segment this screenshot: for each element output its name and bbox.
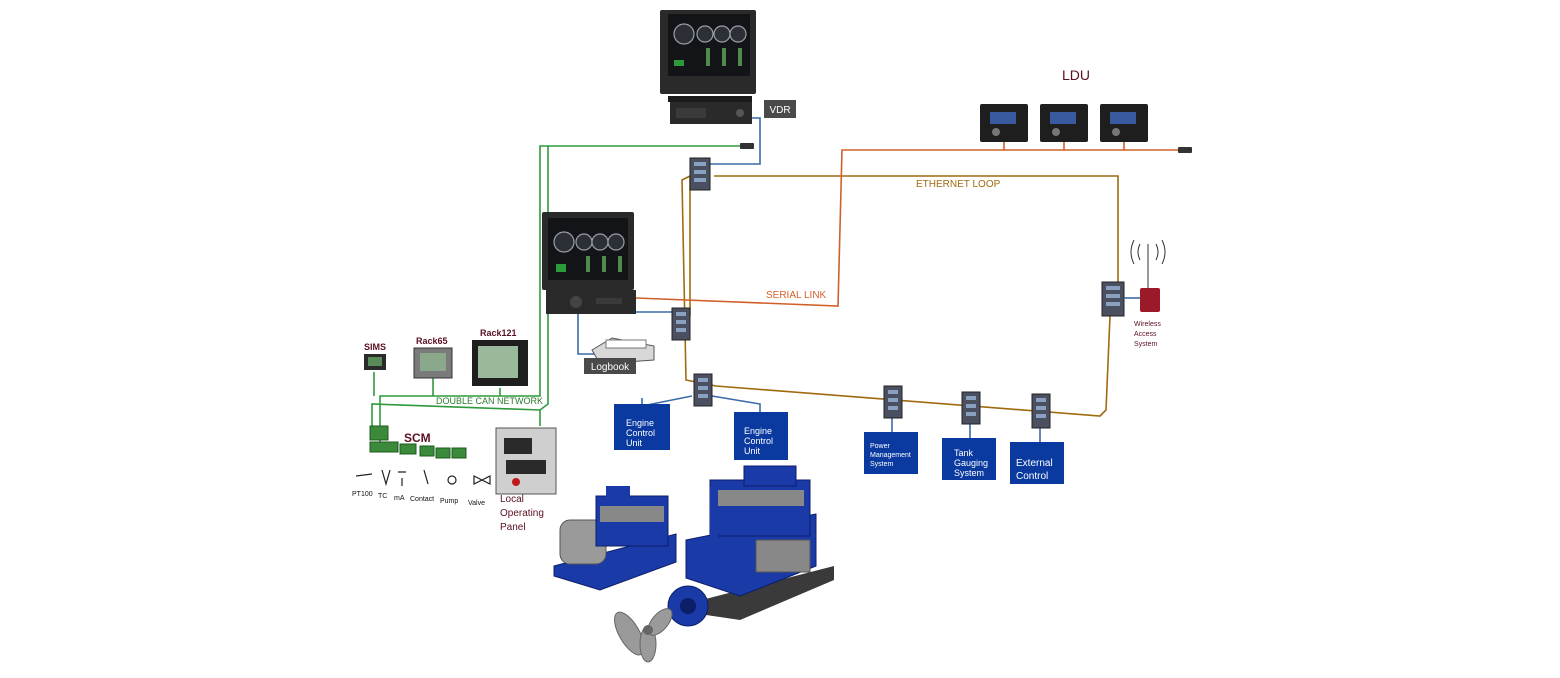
- scm-label: SCM: [404, 431, 431, 445]
- top-monitor[interactable]: [660, 10, 756, 102]
- ecu1-line-2: Control: [626, 428, 655, 438]
- serial-terminator: [1178, 147, 1192, 153]
- rack121-label: Rack121: [480, 328, 517, 338]
- sensor-label-contact: Contact: [410, 496, 434, 503]
- switch-icon[interactable]: [1031, 393, 1051, 429]
- rack65-label: Rack65: [416, 336, 448, 346]
- ext-line-1: External: [1016, 458, 1053, 469]
- workstation-pc[interactable]: [546, 290, 636, 314]
- switch-icon[interactable]: [961, 391, 981, 425]
- wireless-label-line-3: System: [1134, 341, 1158, 348]
- sensor-label-pump: Pump: [440, 498, 458, 505]
- switch-icon[interactable]: [689, 157, 711, 191]
- ecu1-line-3: Unit: [626, 438, 643, 448]
- pms-line-2: Management: [870, 452, 911, 459]
- ethernet-loop-label: ETHERNET LOOP: [916, 179, 1001, 190]
- rack65-panel[interactable]: [413, 347, 453, 379]
- ecu2-line-3: Unit: [744, 446, 761, 456]
- tank-gauging-system[interactable]: Tank Gauging System: [942, 438, 996, 480]
- ecu2-line-2: Control: [744, 436, 773, 446]
- ecu1-line-1: Engine: [626, 418, 654, 428]
- antenna-icon: [1130, 239, 1166, 290]
- vdr-label: VDR: [769, 105, 790, 116]
- switch-icon[interactable]: [671, 307, 691, 341]
- double-can-network-label: DOUBLE CAN NETWORK: [436, 396, 543, 406]
- pt100-icon: [355, 473, 373, 477]
- switch-icon[interactable]: [883, 385, 903, 419]
- vdr-label-box: VDR: [764, 100, 796, 118]
- sims-panel[interactable]: [364, 354, 386, 370]
- serial-link-line: [635, 149, 1182, 307]
- can-terminator-top: [740, 143, 754, 149]
- valve-icon: [473, 475, 491, 485]
- workstation-monitor[interactable]: [542, 212, 634, 290]
- pms-line-3: System: [870, 461, 894, 468]
- propeller-icon: [614, 608, 673, 663]
- external-control[interactable]: External Control: [1010, 442, 1064, 484]
- sims-label: SIMS: [364, 342, 386, 352]
- lop-label-line-2: Operating: [500, 508, 544, 519]
- wireless-label-line-1: Wireless: [1134, 321, 1161, 328]
- can-network-line: [379, 145, 740, 426]
- engine-icon: [553, 486, 677, 591]
- contact-icon: [423, 469, 429, 485]
- switch-icon[interactable]: [1101, 281, 1125, 317]
- tank-line-2: Gauging: [954, 458, 988, 468]
- ldu-panel-3[interactable]: [1100, 104, 1148, 142]
- tank-line-3: System: [954, 468, 984, 478]
- vdr-unit[interactable]: [670, 102, 752, 124]
- sensor-label-ma: mA: [394, 495, 405, 502]
- ethernet-loop-line: [681, 175, 1119, 417]
- sensor-icons: [355, 469, 491, 487]
- wireless-label-line-2: Access: [1134, 331, 1157, 338]
- tc-icon: [381, 469, 391, 487]
- engine-control-unit-2[interactable]: Engine Control Unit: [734, 412, 788, 460]
- lop-label-line-3: Panel: [500, 522, 526, 533]
- wireless-access-unit[interactable]: [1140, 288, 1160, 312]
- engine-icon: [667, 465, 834, 627]
- logbook-label-box: Logbook: [584, 358, 636, 374]
- sensor-label-pt100: PT100: [352, 491, 373, 498]
- sensor-labels: PT100 TC mA Contact Pump Valve: [352, 491, 485, 507]
- sensor-label-valve: Valve: [468, 500, 485, 507]
- lop-label: Local Operating Panel: [500, 494, 544, 533]
- ws-logbook-link: [577, 312, 596, 355]
- ecu2-line-1: Engine: [744, 426, 772, 436]
- sensor-label-tc: TC: [378, 493, 387, 500]
- pms-line-1: Power: [870, 443, 891, 450]
- ldu-panel-1[interactable]: [980, 104, 1028, 142]
- rack121-panel[interactable]: [472, 340, 528, 386]
- ldu-panel-2[interactable]: [1040, 104, 1088, 142]
- engine-control-unit-1[interactable]: Engine Control Unit: [614, 404, 670, 450]
- logbook-label: Logbook: [591, 362, 630, 373]
- vdr-switch-link: [706, 117, 761, 165]
- lop-label-line-1: Local: [500, 494, 524, 505]
- tank-line-1: Tank: [954, 448, 974, 458]
- ldu-label: LDU: [1062, 67, 1090, 83]
- serial-link-label: SERIAL LINK: [766, 290, 827, 301]
- pump-icon: [447, 475, 457, 485]
- switch-icon[interactable]: [693, 373, 713, 407]
- local-operating-panel[interactable]: [495, 427, 557, 495]
- power-management-system[interactable]: Power Management System: [864, 432, 918, 474]
- wireless-label: Wireless Access System: [1134, 321, 1161, 348]
- ext-line-2: Control: [1016, 471, 1048, 482]
- ma-icon: [398, 471, 406, 486]
- scm-modules[interactable]: [369, 425, 467, 459]
